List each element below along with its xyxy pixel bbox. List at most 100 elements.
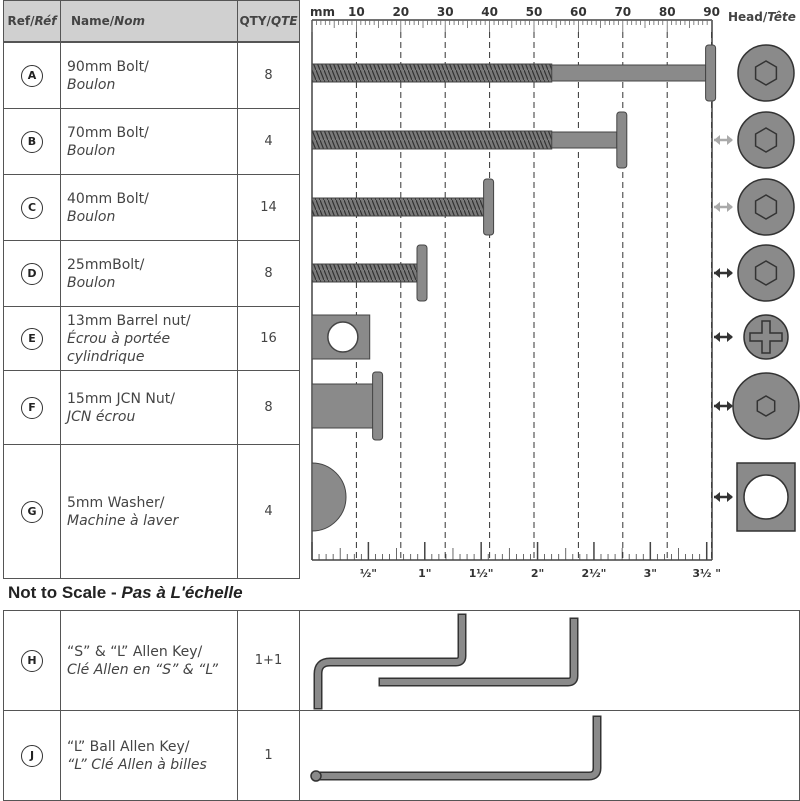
key-qty: 1 (264, 748, 273, 763)
bolt-b-head (616, 111, 628, 169)
part-name: 13mm Barrel nut/ (67, 312, 191, 329)
arrow-right-icon (727, 401, 733, 411)
arrow-right-icon (727, 332, 733, 342)
key-name: “S” & “L” Allen Key/ (67, 643, 203, 660)
part-qty: 8 (264, 266, 273, 281)
inch-label: 2½" (582, 567, 607, 580)
key-name: “L” Ball Allen Key/ (67, 738, 190, 755)
mm-label: 10 (348, 5, 365, 19)
bolt-a-thread (311, 63, 553, 83)
mm-label: 60 (570, 5, 587, 19)
bolt-b-thread (311, 130, 553, 150)
jcn-nut-head (372, 371, 384, 441)
hex-socket-icon (754, 260, 778, 286)
inch-label: 3½ " (692, 567, 721, 580)
key-ref-badge: H (21, 649, 43, 672)
key-name-cell: “L” Ball Allen Key/ “L” Clé Allen à bill… (60, 710, 238, 801)
part-name: 15mm JCN Nut/ (67, 390, 175, 407)
part-ref-badge: A (21, 64, 43, 87)
part-name-french: Boulon (67, 76, 116, 93)
part-name: 25mmBolt/ (67, 256, 145, 273)
part-name-cell: 40mm Bolt/ Boulon (60, 174, 238, 241)
cross-slot-icon (749, 320, 783, 354)
part-name: 5mm Washer/ (67, 494, 165, 511)
key-name-french: “L” Clé Allen à billes (67, 756, 207, 773)
part-qty: 14 (260, 200, 277, 215)
mm-unit-label: mm (310, 5, 335, 19)
part-name-french: Boulon (67, 208, 116, 225)
washer-hole (743, 474, 789, 520)
arrow-left-icon (714, 268, 720, 278)
bolt-a-head (705, 44, 717, 102)
inch-label: 1½" (469, 567, 494, 580)
arrow-left-icon (714, 492, 720, 502)
mm-label: 20 (392, 5, 409, 19)
arrow-left-icon (714, 135, 720, 145)
inch-label: 1" (418, 567, 431, 580)
part-name: 70mm Bolt/ (67, 124, 149, 141)
mm-label: 40 (481, 5, 498, 19)
key-qty: 1+1 (254, 653, 283, 668)
arrow-left-icon (714, 202, 720, 212)
bolt-c-thread (311, 197, 491, 217)
barrel-nut-hole (327, 321, 359, 353)
inch-label: 2" (531, 567, 544, 580)
part-name: 40mm Bolt/ (67, 190, 149, 207)
part-name-cell: 5mm Washer/ Machine à laver (60, 444, 238, 579)
washer (311, 462, 347, 532)
bolt-d-head (416, 244, 428, 302)
part-qty: 4 (264, 504, 273, 519)
head-header: Head/Tête (728, 10, 796, 24)
key-ref-cell: J (3, 710, 61, 801)
key-ref-badge: J (21, 744, 43, 767)
arrow-right-icon (727, 135, 733, 145)
key-drawing-cell (299, 610, 800, 711)
part-ref-badge: B (21, 130, 43, 153)
part-ref-badge: E (21, 327, 43, 350)
part-name-french: Écrou à portée cylindrique (67, 330, 171, 365)
part-name-french: Machine à laver (67, 512, 179, 529)
mm-label: 70 (614, 5, 631, 19)
arrow-right-icon (727, 492, 733, 502)
hex-socket-icon (754, 194, 778, 220)
inch-label: 3" (644, 567, 657, 580)
part-qty: 8 (264, 400, 273, 415)
inch-label: ½" (360, 567, 377, 580)
mm-label: 80 (659, 5, 676, 19)
part-ref-badge: D (21, 262, 43, 285)
part-name-french: JCN écrou (67, 408, 136, 425)
part-ref-badge: F (21, 396, 43, 419)
part-ref-badge: G (21, 500, 43, 523)
part-qty: 16 (260, 331, 277, 346)
arrow-right-icon (727, 202, 733, 212)
jcn-nut-barrel (311, 383, 376, 429)
part-qty: 4 (264, 134, 273, 149)
qty-header: QTY/QTE (237, 0, 300, 42)
key-qty-cell: 1+1 (237, 610, 300, 711)
mm-label: 90 (703, 5, 720, 19)
part-name-french: Boulon (67, 274, 116, 291)
hex-socket-icon (754, 127, 778, 153)
arrow-right-icon (727, 268, 733, 278)
part-qty-cell: 4 (237, 444, 300, 579)
part-name: 90mm Bolt/ (67, 58, 149, 75)
part-ref-badge: C (21, 196, 43, 219)
key-name-cell: “S” & “L” Allen Key/ Clé Allen en “S” & … (60, 610, 238, 711)
key-qty-cell: 1 (237, 710, 300, 801)
bolt-d-thread (311, 263, 424, 283)
not-to-scale-title: Not to Scale - Pas à L'échelle (8, 583, 243, 602)
hex-socket-icon (756, 395, 776, 417)
arrow-left-icon (714, 401, 720, 411)
part-name-french: Boulon (67, 142, 116, 159)
key-name-french: Clé Allen en “S” & “L” (67, 661, 218, 678)
mm-label: 30 (437, 5, 454, 19)
part-name-cell: 13mm Barrel nut/ Écrou à portée cylindri… (60, 306, 238, 371)
mm-label: 50 (526, 5, 543, 19)
arrow-left-icon (714, 332, 720, 342)
part-qty: 8 (264, 68, 273, 83)
ref-header: Ref/Réf (3, 0, 61, 42)
key-drawing-cell (299, 710, 800, 801)
key-ref-cell: H (3, 610, 61, 711)
bolt-c-head (483, 178, 495, 236)
